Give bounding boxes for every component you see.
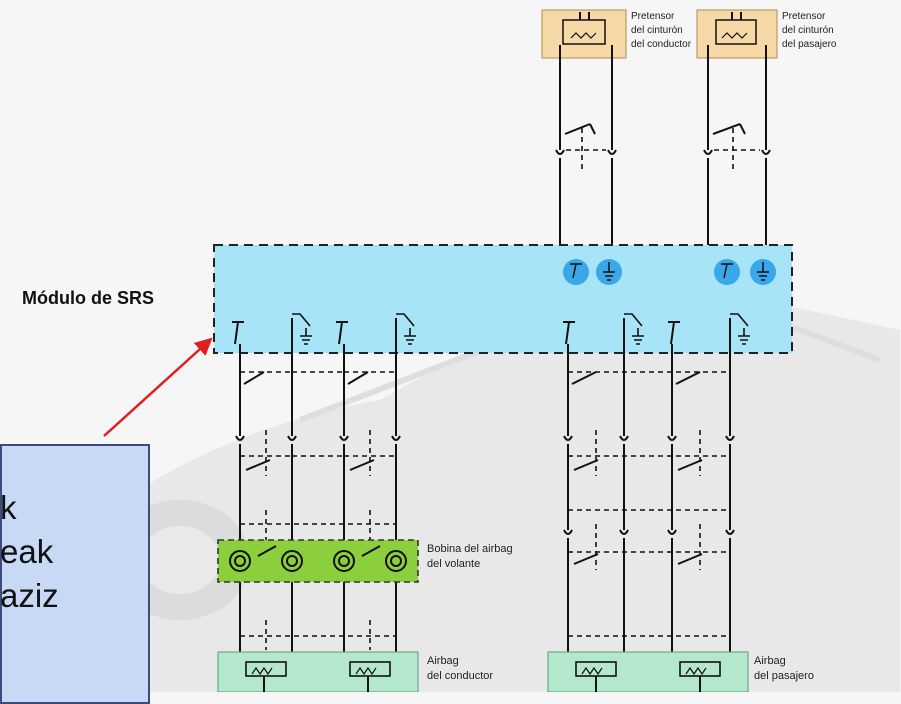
steering-coil-label-2: del volante <box>427 558 480 570</box>
pretensioner-driver-label-1: Pretensor <box>631 11 675 22</box>
pretensioner-wiring <box>555 45 771 269</box>
airbag-driver-box <box>217 651 419 692</box>
pretensioner-passenger-label-2: del cinturón <box>782 25 834 36</box>
airbag-passenger-label-1: Airbag <box>754 655 786 667</box>
callout-box: k eak aziz <box>0 444 150 704</box>
steering-coil-label-1: Bobina del airbag <box>427 543 513 555</box>
driver-wiring <box>235 318 401 692</box>
callout-arrow <box>103 337 213 437</box>
srs-module-box <box>213 244 793 354</box>
airbag-passenger-box <box>547 651 749 692</box>
pretensioner-driver-label-2: del cinturón <box>631 25 683 36</box>
pretensioner-passenger-label-1: Pretensor <box>782 11 826 22</box>
airbag-driver-label-1: Airbag <box>427 655 459 667</box>
module-label: Módulo de SRS <box>22 288 154 308</box>
airbag-passenger-symbols <box>575 661 721 692</box>
airbag-driver-symbols <box>245 661 391 692</box>
pretensioner-passenger-label-3: del pasajero <box>782 39 837 50</box>
callout-line-1: k <box>0 489 17 526</box>
callout-line-2: eak <box>0 533 54 570</box>
airbag-driver-label-2: del conductor <box>427 670 493 682</box>
callout-line-3: aziz <box>0 577 59 614</box>
pretensioner-passenger <box>696 9 778 59</box>
steering-coil-spirals <box>229 545 407 572</box>
passenger-wiring <box>563 318 735 692</box>
module-airbag-connectors <box>232 313 750 345</box>
pretensioner-driver-label-3: del conductor <box>631 39 692 50</box>
airbag-passenger-label-2: del pasajero <box>754 670 814 682</box>
steering-coil-box <box>217 539 419 583</box>
module-pretensioner-connectors <box>563 259 776 285</box>
pretensioner-driver <box>541 9 627 59</box>
